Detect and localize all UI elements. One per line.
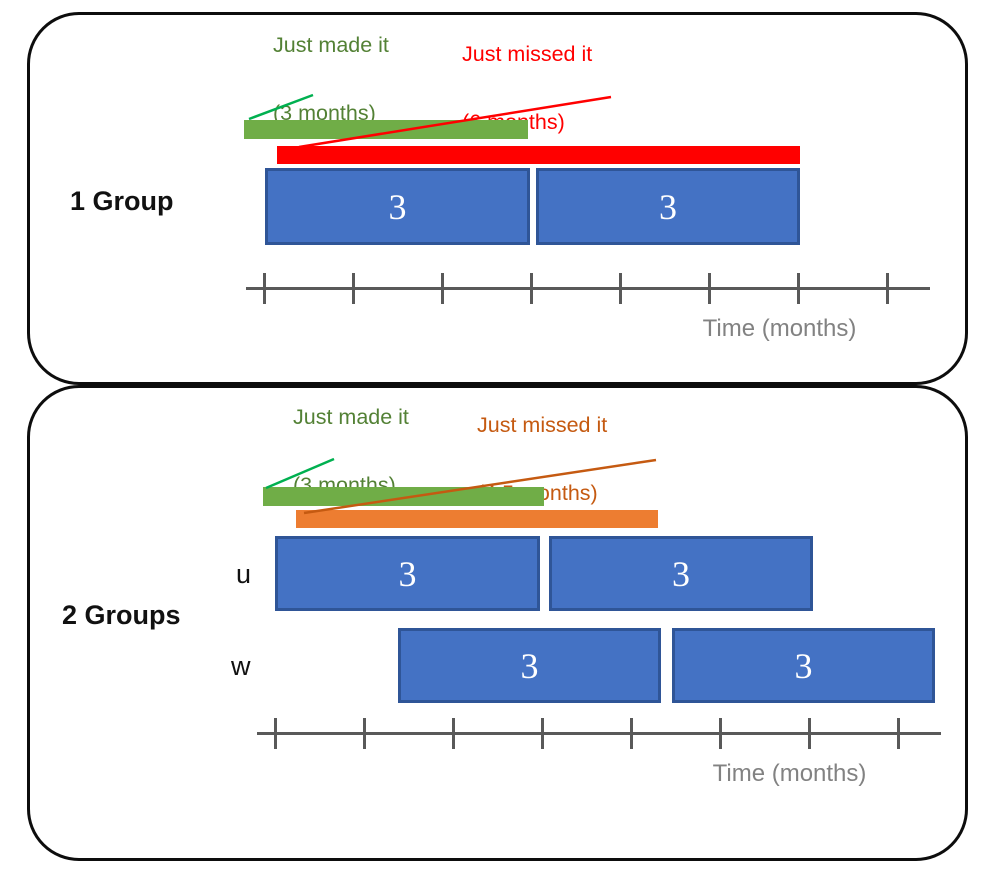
one-group-title: 1 Group <box>70 186 174 216</box>
window-box: 3 <box>398 628 661 703</box>
two-groups-title: 2 Groups <box>62 600 181 630</box>
window-box: 3 <box>265 168 530 245</box>
window-box-value: 3 <box>794 645 813 686</box>
just-made-it-line1: Just made it <box>273 33 389 57</box>
axis-tick <box>363 718 366 749</box>
axis-tick <box>263 273 266 304</box>
axis-tick <box>352 273 355 304</box>
missed-it-duration-bar-2 <box>296 510 658 528</box>
axis-tick <box>452 718 455 749</box>
axis-tick <box>630 718 633 749</box>
made-it-duration-bar-1 <box>244 120 528 139</box>
time-axis-label-1: Time (months) <box>702 315 857 342</box>
axis-tick <box>441 273 444 304</box>
made-it-duration-bar-2 <box>263 487 544 506</box>
row-label-u: u <box>236 559 252 589</box>
timeline-axis-1 <box>246 287 930 290</box>
window-box-value: 3 <box>398 553 417 594</box>
window-box: 3 <box>536 168 800 245</box>
just-missed-it-line1: Just missed it <box>477 413 608 437</box>
axis-tick <box>541 718 544 749</box>
axis-tick <box>708 273 711 304</box>
window-box-value: 3 <box>672 553 690 594</box>
just-missed-it-line1: Just missed it <box>462 42 593 66</box>
axis-tick <box>808 718 811 749</box>
just-made-it-line1: Just made it <box>293 405 409 429</box>
just-made-it-label-1: Just made it (3 months) <box>273 28 389 130</box>
window-box: 3 <box>549 536 813 611</box>
axis-tick <box>886 273 889 304</box>
axis-tick <box>797 273 800 304</box>
axis-tick <box>619 273 622 304</box>
window-box: 3 <box>275 536 540 611</box>
window-box: 3 <box>672 628 935 703</box>
timeline-axis-2 <box>257 732 941 735</box>
missed-it-duration-bar-1 <box>277 146 800 164</box>
axis-tick <box>530 273 533 304</box>
window-box-value: 3 <box>520 645 539 686</box>
time-axis-label-2: Time (months) <box>712 760 867 787</box>
window-box-value: 3 <box>388 186 407 227</box>
window-box-value: 3 <box>659 186 677 227</box>
axis-tick <box>719 718 722 749</box>
row-label-w: w <box>231 651 251 681</box>
axis-tick <box>274 718 277 749</box>
axis-tick <box>897 718 900 749</box>
